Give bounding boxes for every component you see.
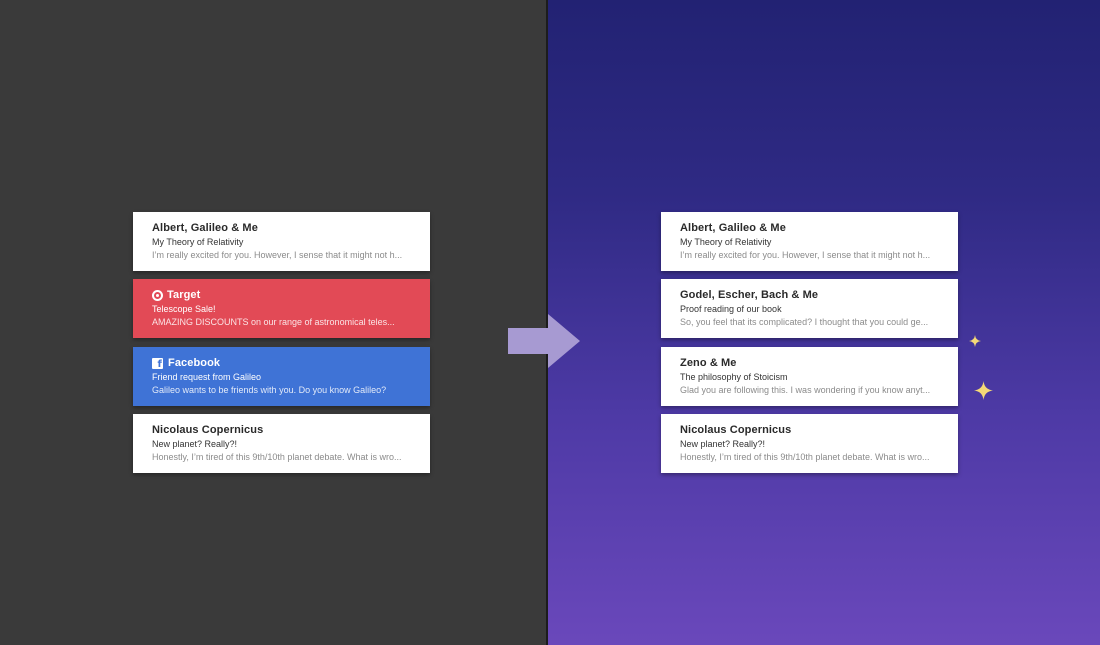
email-subject: My Theory of Relativity — [680, 237, 772, 247]
email-sender: Facebook — [168, 357, 221, 369]
email-card-godel[interactable]: Godel, Escher, Bach & Me Proof reading o… — [661, 279, 958, 338]
email-card-albert[interactable]: Albert, Galileo & Me My Theory of Relati… — [661, 212, 958, 271]
email-preview: I’m really excited for you. However, I s… — [680, 250, 931, 260]
email-subject: The philosophy of Stoicism — [680, 372, 788, 382]
email-sender: Nicolaus Copernicus — [680, 424, 792, 436]
email-preview: Glad you are following this. I was wonde… — [680, 385, 931, 395]
email-card-facebook[interactable]: f Facebook Friend request from Galileo G… — [133, 347, 430, 406]
email-card-albert[interactable]: Albert, Galileo & Me My Theory of Relati… — [133, 212, 430, 271]
email-subject: Proof reading of our book — [680, 304, 782, 314]
email-subject: New planet? Really?! — [680, 439, 766, 449]
email-card-zeno[interactable]: Zeno & Me The philosophy of Stoicism Gla… — [661, 347, 958, 406]
email-subject: New planet? Really?! — [152, 439, 238, 449]
email-sender: Zeno & Me — [680, 357, 737, 369]
sparkle-icon — [969, 335, 981, 347]
email-subject: Telescope Sale! — [152, 304, 216, 314]
email-sender: Target — [167, 289, 201, 301]
email-sender-row: f Facebook — [152, 357, 416, 370]
email-subject: My Theory of Relativity — [152, 237, 244, 247]
email-sender: Godel, Escher, Bach & Me — [680, 289, 819, 301]
panel-divider — [546, 0, 548, 645]
email-subject: Friend request from Galileo — [152, 372, 262, 382]
email-sender-row: Target — [152, 289, 416, 302]
email-preview: So, you feel that its complicated? I tho… — [680, 317, 929, 327]
email-preview: AMAZING DISCOUNTS on our range of astron… — [152, 317, 395, 327]
email-sender: Albert, Galileo & Me — [680, 222, 786, 234]
email-preview: Galileo wants to be friends with you. Do… — [152, 385, 387, 395]
target-logo-icon — [152, 290, 163, 301]
email-card-copernicus[interactable]: Nicolaus Copernicus New planet? Really?!… — [661, 414, 958, 473]
email-card-target[interactable]: Target Telescope Sale! AMAZING DISCOUNTS… — [133, 279, 430, 338]
after-panel: Albert, Galileo & Me My Theory of Relati… — [548, 0, 1100, 645]
email-preview: Honestly, I’m tired of this 9th/10th pla… — [152, 452, 402, 462]
before-panel: Albert, Galileo & Me My Theory of Relati… — [0, 0, 546, 645]
email-preview: Honestly, I’m tired of this 9th/10th pla… — [680, 452, 930, 462]
facebook-logo-icon: f — [152, 358, 163, 369]
right-arrow-icon — [508, 314, 580, 368]
email-card-copernicus[interactable]: Nicolaus Copernicus New planet? Really?!… — [133, 414, 430, 473]
sparkle-icon — [974, 381, 993, 400]
email-sender: Albert, Galileo & Me — [152, 222, 258, 234]
email-preview: I’m really excited for you. However, I s… — [152, 250, 403, 260]
email-sender: Nicolaus Copernicus — [152, 424, 264, 436]
